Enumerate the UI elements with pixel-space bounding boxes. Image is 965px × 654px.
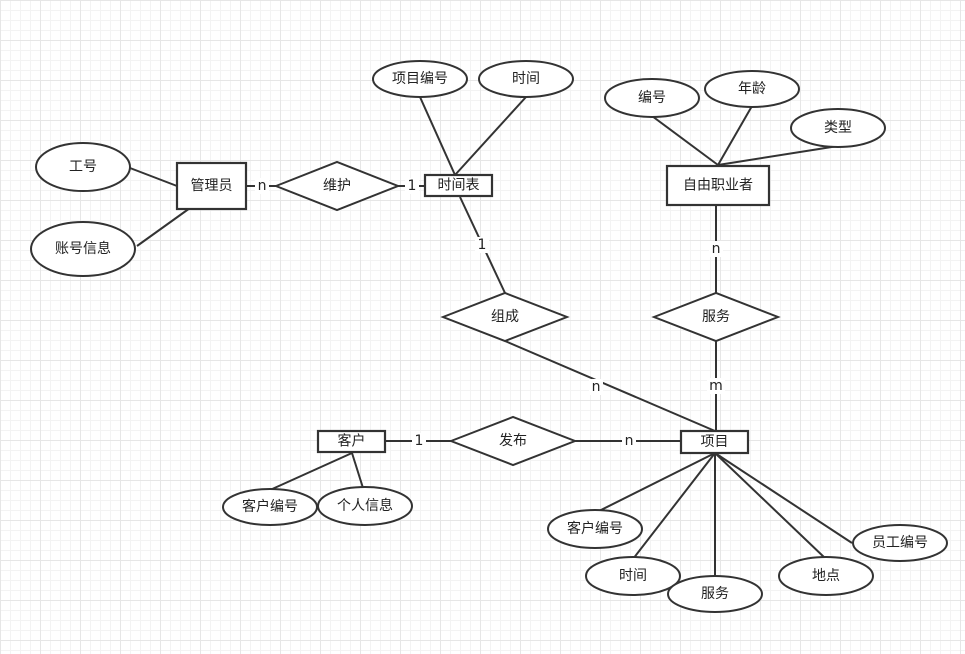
edge-pr-employeeid [714,452,853,544]
attribute-label: 时间 [619,568,647,584]
relationship-label: 服务 [702,309,730,325]
cardinality-compose-project: n [589,379,603,395]
attribute-pr-service: 服务 [667,575,763,613]
edge-fl-id [651,115,719,166]
attribute-label: 地点 [812,568,840,584]
cardinality-maintain-timetable: 1 [405,178,419,194]
attribute-label: 编号 [638,90,666,106]
attribute-label: 员工编号 [872,535,928,551]
cardinality-label: 1 [408,178,417,194]
cardinality-label: n [712,241,721,257]
edge-timetable-projectid [419,96,456,176]
edge-fl-type [717,145,839,166]
attribute-label: 工号 [69,159,97,175]
attribute-label: 账号信息 [55,240,111,257]
entity-label: 项目 [701,434,729,450]
entity-freelancer: 自由职业者 [665,164,771,207]
cardinality-customer-publish: 1 [412,433,426,449]
entity-label: 客户 [338,433,366,450]
attribute-cu-info: 个人信息 [317,486,413,526]
attribute-fl-age: 年龄 [704,70,800,108]
edge-compose-project [504,340,716,432]
edge-cu-id [269,452,353,491]
cardinality-label: n [625,433,634,449]
attribute-label: 个人信息 [337,497,393,514]
attribute-label: 时间 [512,71,540,87]
attribute-cu-id: 客户编号 [222,488,318,526]
attribute-pr-customer-id: 客户编号 [547,509,643,549]
cardinality-label: m [709,378,723,394]
relationship-compose: 组成 [440,291,570,343]
attribute-gongnum: 工号 [35,142,131,192]
entity-project: 项目 [679,429,750,455]
relationship-serve: 服务 [651,291,781,343]
attribute-account-info: 账号信息 [30,221,136,277]
cardinality-label: 1 [415,433,424,449]
attribute-label: 客户编号 [242,498,298,515]
edge-timetable-time [454,96,527,176]
attribute-fl-type: 类型 [790,108,886,148]
relationship-label: 维护 [323,178,351,194]
attribute-label: 项目编号 [392,71,448,87]
cardinality-label: n [592,379,601,395]
cardinality-publish-project: n [622,433,636,449]
cardinality-label: 1 [478,237,487,253]
edge-admin-account [136,207,191,247]
cardinality-serve-project: m [707,378,725,394]
edge-fl-age [717,105,753,166]
edge-cu-info [351,452,364,489]
attribute-pr-employee-id: 员工编号 [852,524,948,562]
attribute-tt-project-id: 项目编号 [372,60,468,98]
attribute-fl-id: 编号 [604,78,700,118]
cardinality-timetable-compose: 1 [475,237,489,253]
edge-pr-time [632,452,716,560]
attribute-label: 客户编号 [567,520,623,537]
attribute-tt-time: 时间 [478,60,574,98]
entity-label: 管理员 [191,178,233,194]
edge-pr-customerid [596,452,716,513]
attribute-pr-time: 时间 [585,556,681,596]
cardinality-label: n [258,178,267,194]
entity-label: 时间表 [438,178,480,194]
relationship-maintain: 维护 [273,160,401,212]
attribute-label: 类型 [824,120,852,136]
edge-pr-location [714,452,827,560]
attribute-label: 年龄 [738,81,766,97]
cardinality-freelancer-serve: n [709,241,723,257]
entity-admin: 管理员 [175,161,248,211]
relationship-label: 发布 [499,433,527,449]
cardinality-admin-maintain: n [255,178,269,194]
relationship-publish: 发布 [448,415,578,467]
attribute-label: 服务 [701,586,729,602]
relationship-label: 组成 [491,309,519,325]
edge-admin-id [129,167,178,187]
entity-label: 自由职业者 [683,178,753,194]
entity-customer: 客户 [316,429,387,454]
attribute-pr-location: 地点 [778,556,874,596]
entity-timetable: 时间表 [423,173,494,198]
